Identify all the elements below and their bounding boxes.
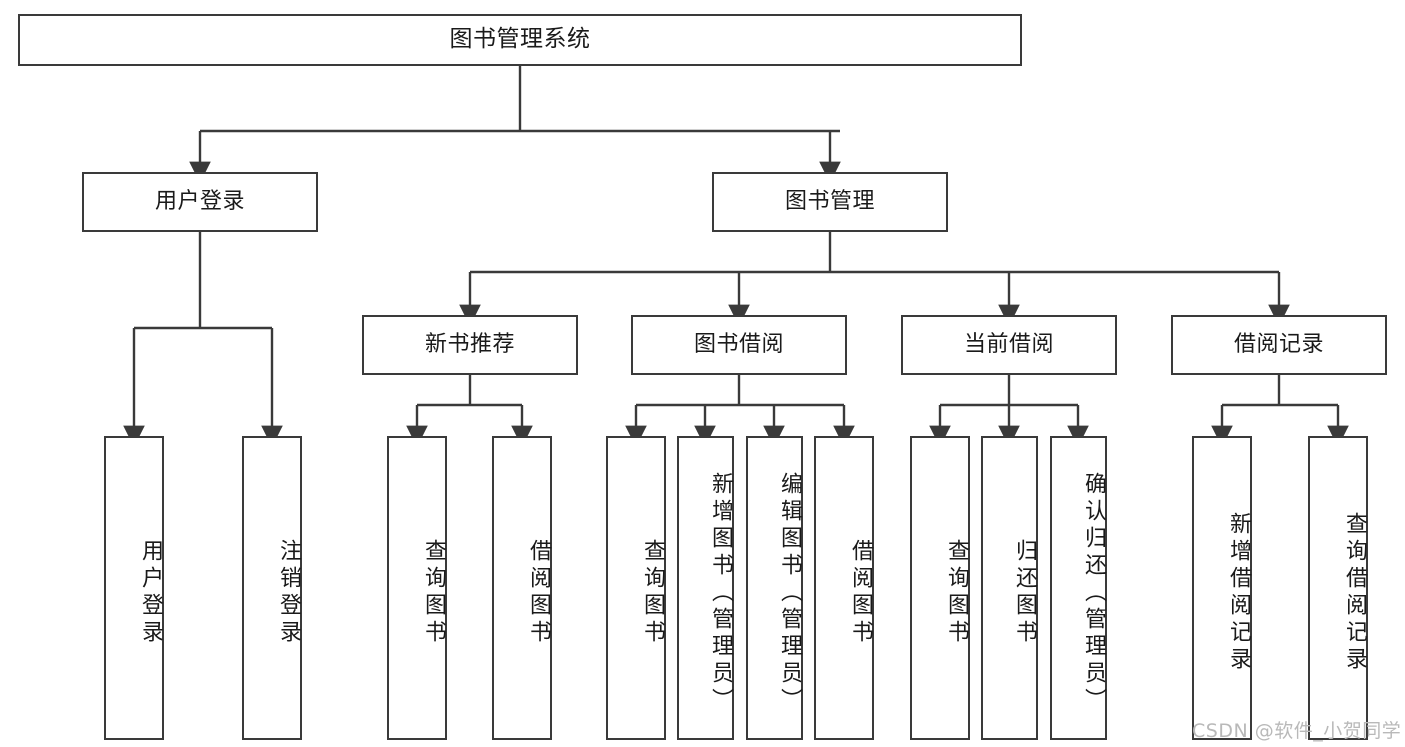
node-label: 借阅图书 xyxy=(526,539,551,647)
node-book-management[interactable]: 图书管理 xyxy=(712,172,948,232)
leaf-current-query-book[interactable]: 查询图书 xyxy=(910,436,970,740)
node-label: 当前借阅 xyxy=(963,331,1054,357)
leaf-current-confirm-return-admin[interactable]: 确认归还（管理员） xyxy=(1050,436,1107,740)
node-current-borrow[interactable]: 当前借阅 xyxy=(901,315,1117,375)
leaf-record-add-record[interactable]: 新增借阅记录 xyxy=(1192,436,1252,740)
node-user-login[interactable]: 用户登录 xyxy=(82,172,318,232)
leaf-recommend-query-book[interactable]: 查询图书 xyxy=(387,436,447,740)
node-label: 用户登录 xyxy=(138,539,163,647)
node-label: 查询借阅记录 xyxy=(1342,512,1367,674)
node-label: 图书借阅 xyxy=(693,331,784,357)
leaf-borrow-query-book[interactable]: 查询图书 xyxy=(606,436,666,740)
node-label: 新增图书（管理员） xyxy=(708,471,733,715)
node-label: 确认归还（管理员） xyxy=(1081,471,1106,715)
leaf-user-login-signin[interactable]: 用户登录 xyxy=(104,436,164,740)
node-label: 图书管理 xyxy=(784,188,875,214)
node-borrow-record[interactable]: 借阅记录 xyxy=(1171,315,1387,375)
leaf-borrow-edit-book-admin[interactable]: 编辑图书（管理员） xyxy=(746,436,803,740)
csdn-watermark: CSDN @软件_小贺同学 xyxy=(1192,720,1402,742)
leaf-record-query-record[interactable]: 查询借阅记录 xyxy=(1308,436,1368,740)
node-label: 图书管理系统 xyxy=(449,26,591,53)
node-label: 用户登录 xyxy=(154,188,245,214)
leaf-borrow-borrow-book[interactable]: 借阅图书 xyxy=(814,436,874,740)
node-label: 新书推荐 xyxy=(424,331,515,357)
leaf-current-return-book[interactable]: 归还图书 xyxy=(981,436,1038,740)
node-label: 归还图书 xyxy=(1012,539,1037,647)
node-label: 注销登录 xyxy=(276,539,301,647)
node-new-book-recommend[interactable]: 新书推荐 xyxy=(362,315,578,375)
node-label: 编辑图书（管理员） xyxy=(777,471,802,715)
leaf-user-login-signout[interactable]: 注销登录 xyxy=(242,436,302,740)
node-label: 查询图书 xyxy=(944,539,969,647)
node-label: 查询图书 xyxy=(421,539,446,647)
node-label: 借阅图书 xyxy=(848,539,873,647)
node-book-borrow[interactable]: 图书借阅 xyxy=(631,315,847,375)
node-label: 新增借阅记录 xyxy=(1226,512,1251,674)
leaf-recommend-borrow-book[interactable]: 借阅图书 xyxy=(492,436,552,740)
node-label: 查询图书 xyxy=(640,539,665,647)
node-label: 借阅记录 xyxy=(1233,331,1324,357)
leaf-borrow-add-book-admin[interactable]: 新增图书（管理员） xyxy=(677,436,734,740)
node-root-system[interactable]: 图书管理系统 xyxy=(18,14,1022,66)
